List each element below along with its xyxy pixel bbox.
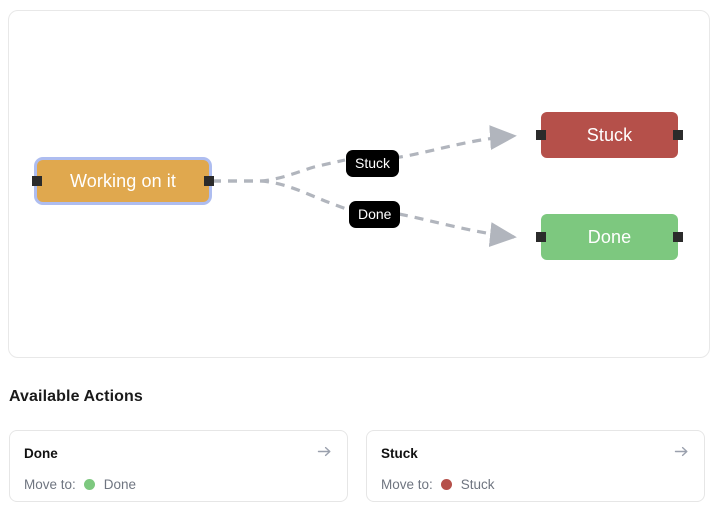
flow-node-label: Stuck [586,125,633,145]
edge-path-stuck[interactable] [212,158,346,183]
available-actions-list: Done Move to: Done Stuck Move to: [9,430,709,502]
flow-node-stuck[interactable]: Stuck [536,112,683,158]
arrow-right-icon [673,443,690,465]
action-card-stuck[interactable]: Stuck Move to: Stuck [366,430,705,502]
node-handle-target[interactable] [536,130,546,140]
action-card-subtitle: Move to: Done [24,478,333,492]
action-card-title: Stuck [381,446,418,462]
flow-node-working-on-it[interactable]: Working on it [32,160,214,202]
flow-layer[interactable]: Working on it Stuck Done Stuck Done [9,11,709,357]
node-handle-source[interactable] [204,176,214,186]
action-card-header: Stuck [381,443,690,465]
action-card-done[interactable]: Done Move to: Done [9,430,348,502]
action-card-title: Done [24,446,58,462]
node-handle-source[interactable] [673,232,683,242]
action-target-status: Done [103,477,137,492]
action-card-subtitle: Move to: Stuck [381,478,690,492]
edge-path-stuck-tail[interactable] [393,125,517,160]
status-dot [83,479,95,491]
node-handle-source[interactable] [673,130,683,140]
move-to-label: Move to: [381,477,433,492]
action-card-header: Done [24,443,333,465]
workflow-canvas-panel[interactable]: Working on it Stuck Done Stuck Done [8,10,710,358]
edge-label-stuck[interactable]: Stuck [346,150,400,177]
arrow-right-icon [316,443,333,465]
edges-svg [212,125,517,247]
flow-node-label: Working on it [69,171,176,191]
edge-path-done[interactable] [212,179,350,212]
node-handle-target[interactable] [32,176,42,186]
edge-path-done-tail[interactable] [398,212,517,247]
flow-node-done[interactable]: Done [536,214,683,260]
status-dot [440,479,452,491]
action-target-status: Stuck [460,477,495,492]
node-handle-target[interactable] [536,232,546,242]
move-to-label: Move to: [24,477,76,492]
edge-label-done[interactable]: Done [349,201,401,228]
available-actions-heading: Available Actions [9,388,143,405]
flow-node-label: Done [587,227,632,247]
